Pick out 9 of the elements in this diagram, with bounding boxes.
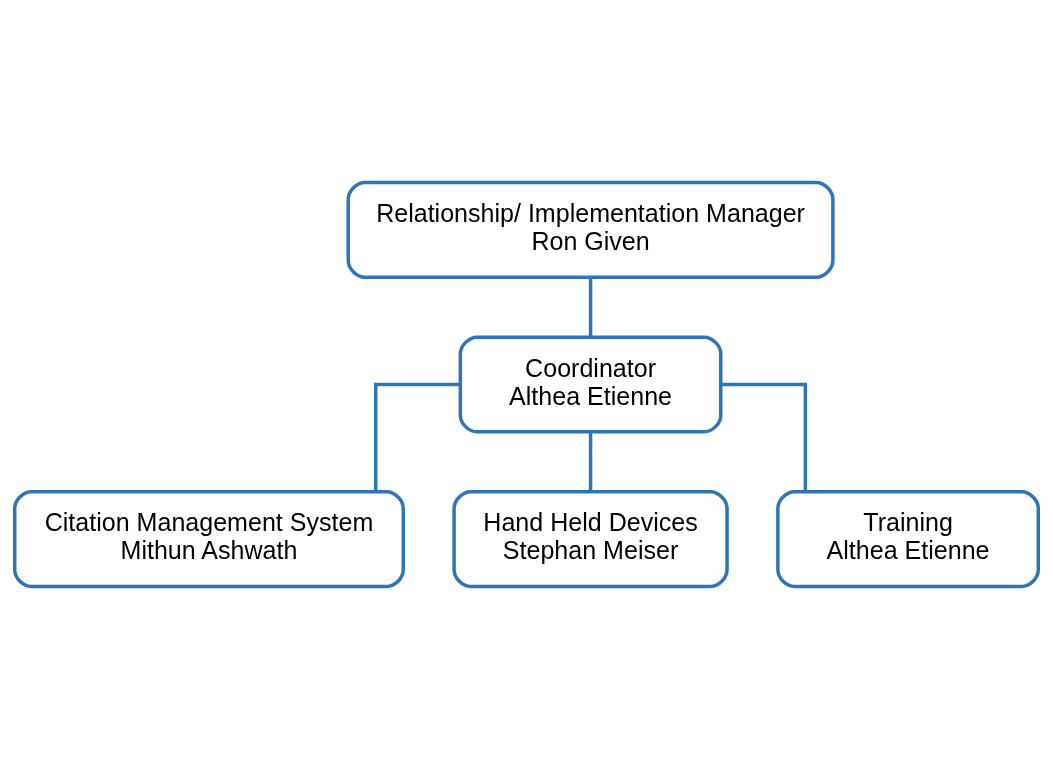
node-box: Training Althea Etienne: [776, 489, 1041, 588]
connector: [588, 277, 593, 337]
connector: [588, 431, 593, 491]
connector: [374, 382, 461, 491]
node-box: Coordinator Althea Etienne: [458, 334, 723, 434]
node-box: Citation Management System Mithun Ashwath: [12, 489, 405, 588]
connector: [721, 382, 808, 491]
node-box: Relationship/ Implementation Manager Ron Given: [346, 180, 835, 279]
node-box: Hand Held Devices Stephan Meiser: [452, 489, 729, 588]
